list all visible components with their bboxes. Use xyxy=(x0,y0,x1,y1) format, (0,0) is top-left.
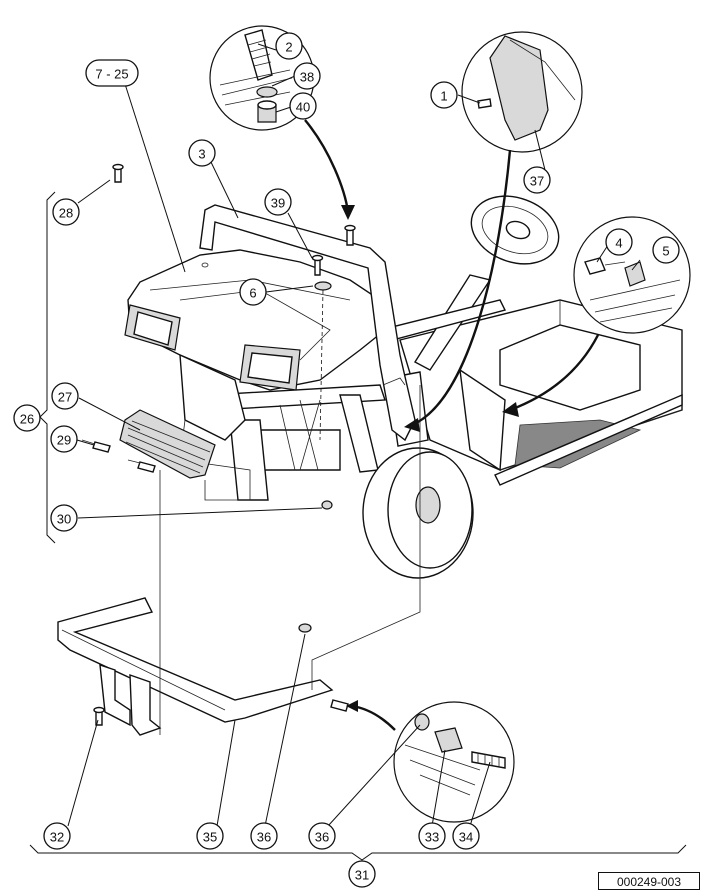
callout-1: 1 xyxy=(430,81,458,109)
weatherstrip-37 xyxy=(489,35,549,141)
callout-label: 36 xyxy=(315,830,329,845)
grille-27 xyxy=(81,409,216,479)
axle-block xyxy=(254,429,341,471)
shock-absorber xyxy=(339,394,379,473)
nut-5 xyxy=(624,261,646,287)
callout-26: 26 xyxy=(13,404,41,432)
callout-29: 29 xyxy=(50,425,78,453)
callout-2: 2 xyxy=(275,32,303,60)
callout-4: 4 xyxy=(605,228,633,256)
callout-32: 32 xyxy=(43,822,71,850)
callout-39: 39 xyxy=(264,188,292,216)
callout-label: 31 xyxy=(355,868,369,883)
reference-code: 000249-003 xyxy=(598,872,700,890)
callout-label: 30 xyxy=(57,512,71,527)
side-rail xyxy=(494,393,683,486)
callout-label: 2 xyxy=(285,40,292,55)
callout-label: 6 xyxy=(249,286,256,301)
leader-lines xyxy=(67,43,641,827)
detail-circle-right xyxy=(404,31,583,432)
bolt-36 xyxy=(330,699,349,712)
callout-30: 30 xyxy=(50,504,78,532)
seat-block xyxy=(499,324,641,411)
callout-3: 3 xyxy=(188,139,216,167)
callout-label: 38 xyxy=(300,70,314,85)
callout-label: 28 xyxy=(59,206,73,221)
callout-6: 6 xyxy=(239,278,267,306)
callout-27: 27 xyxy=(51,382,79,410)
center-fasteners xyxy=(311,224,356,441)
callout-33: 33 xyxy=(418,822,446,850)
callout-label: 3 xyxy=(198,147,205,162)
bolt-2 xyxy=(244,29,273,81)
callout-label: 1 xyxy=(440,89,447,104)
callout-label: 4 xyxy=(615,236,622,251)
screw-29a xyxy=(92,441,111,453)
callout-label: 33 xyxy=(425,830,439,845)
callout-37: 37 xyxy=(523,166,551,194)
screw-29b xyxy=(137,461,156,473)
callout-31: 31 xyxy=(348,860,376,888)
bumper-bracket-left xyxy=(99,663,131,727)
callout-28: 28 xyxy=(52,198,80,226)
nut-30 xyxy=(321,500,333,510)
callout-label: 5 xyxy=(662,244,669,259)
callout-label: 40 xyxy=(296,100,310,115)
callout-7-25: 7 - 25 xyxy=(85,59,139,87)
callout-label: 26 xyxy=(20,412,34,427)
callout-40: 40 xyxy=(289,92,317,120)
nut-36 xyxy=(298,623,312,633)
callout-34: 34 xyxy=(452,822,480,850)
bolt-4 xyxy=(584,257,606,275)
callout-label: 39 xyxy=(271,196,285,211)
callout-5: 5 xyxy=(652,236,680,264)
callout-label: 34 xyxy=(459,830,473,845)
washer-6 xyxy=(314,281,332,291)
callout-label: 32 xyxy=(50,830,64,845)
dash-hoop xyxy=(199,204,416,442)
detail-circle-bottom xyxy=(346,700,515,823)
callout-36a: 36 xyxy=(250,822,278,850)
bolt-34 xyxy=(471,751,506,769)
callout-label: 37 xyxy=(530,174,544,189)
spacer-33 xyxy=(434,727,463,753)
callout-label: 29 xyxy=(57,433,71,448)
callout-label: 27 xyxy=(58,390,72,405)
callout-label: 36 xyxy=(257,830,271,845)
screw-28 xyxy=(112,163,124,183)
frame-upright xyxy=(459,368,506,472)
bumper-35 xyxy=(57,385,421,736)
callout-38: 38 xyxy=(293,62,321,90)
callout-label: 7 - 25 xyxy=(95,67,128,82)
callout-label: 35 xyxy=(203,830,217,845)
screw-1 xyxy=(477,98,492,109)
washer-38 xyxy=(256,86,278,98)
callout-36b: 36 xyxy=(308,822,336,850)
callout-35: 35 xyxy=(196,822,224,850)
